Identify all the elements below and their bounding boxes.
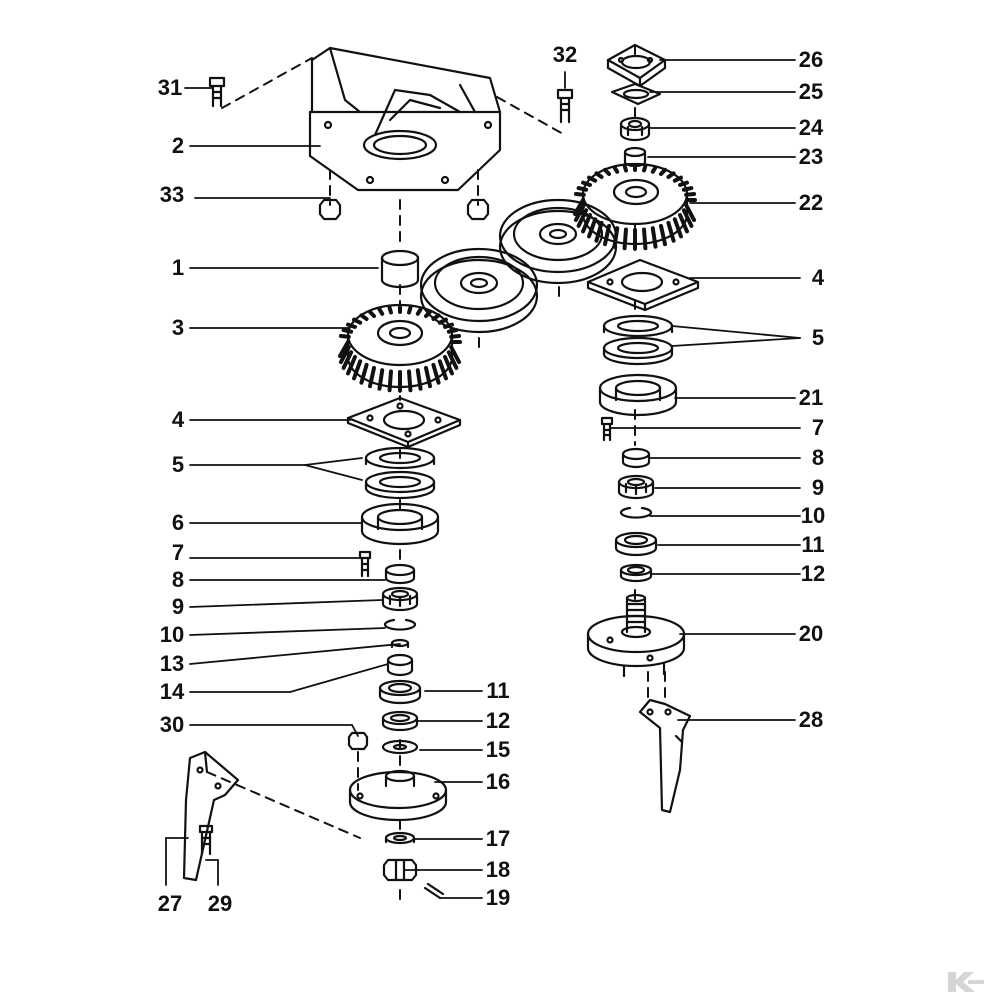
cover-26: [606, 43, 667, 88]
seal-11-left: [378, 679, 422, 705]
bolt-29: [198, 824, 214, 856]
callout-23: 23: [798, 144, 824, 169]
callout-13: 13: [159, 651, 185, 676]
callout-6: 6: [171, 510, 185, 535]
idler-wheel-left: [419, 247, 539, 334]
callout-24: 24: [798, 115, 824, 140]
shaft-disc-20: [586, 593, 686, 678]
ring-12-left: [381, 710, 419, 732]
plate-4-left: [346, 396, 462, 449]
callout-2: 2: [171, 133, 185, 158]
callout-10-left: 10: [159, 622, 185, 647]
callout-7-right: 7: [811, 415, 825, 440]
callout-9-left: 9: [171, 594, 185, 619]
plate-4-right: [586, 258, 700, 312]
ring-8-left: [384, 563, 416, 585]
bearing-housing-6: [360, 502, 440, 546]
callout-12-right: 12: [800, 561, 826, 586]
callout-26: 26: [798, 47, 824, 72]
bearing-housing-21: [598, 373, 678, 417]
bolt-7-right: [600, 416, 614, 442]
callout-12-left: 12: [485, 708, 511, 733]
callout-10-right: 10: [800, 503, 826, 528]
callout-29: 29: [207, 891, 233, 916]
bushing-1: [380, 249, 420, 289]
callout-15: 15: [485, 737, 511, 762]
callout-33: 33: [159, 182, 185, 207]
callout-17: 17: [485, 826, 511, 851]
callout-22: 22: [798, 190, 824, 215]
knife-28: [638, 698, 692, 814]
callout-20: 20: [798, 621, 824, 646]
callout-27: 27: [157, 891, 183, 916]
pin-19: [423, 882, 445, 900]
ring-8-right: [621, 447, 651, 469]
callout-21: 21: [798, 385, 824, 410]
housing-bracket-2: [308, 46, 502, 192]
callout-14: 14: [159, 679, 185, 704]
callout-4-right: 4: [811, 265, 825, 290]
callout-19: 19: [485, 885, 511, 910]
bearing-24: [619, 116, 651, 142]
callout-4-left: 4: [171, 407, 185, 432]
knife-27: [182, 750, 240, 882]
leader-lines: [165, 59, 801, 899]
sleeve-14: [386, 653, 414, 677]
callout-25: 25: [798, 79, 824, 104]
ring-12-right: [619, 563, 653, 583]
callout-30: 30: [159, 712, 185, 737]
bolt-7-left: [358, 550, 372, 578]
seal-11-right: [614, 531, 658, 557]
seals-5-right: [602, 314, 674, 366]
circlip-10-left: [383, 618, 417, 631]
callout-32: 32: [552, 42, 578, 67]
callout-18: 18: [485, 857, 511, 882]
washer-17: [384, 831, 416, 845]
bearing-9-left: [381, 586, 419, 612]
bolt-31: [208, 76, 226, 108]
callout-11-left: 11: [486, 678, 510, 703]
nuts-33: [318, 198, 490, 221]
callout-7-left: 7: [171, 540, 185, 565]
callout-8-right: 8: [811, 445, 825, 470]
callout-5-right: 5: [811, 325, 825, 350]
washer-15: [381, 739, 419, 755]
gear-3: [338, 303, 462, 393]
callout-28: 28: [798, 707, 824, 732]
callout-8-left: 8: [171, 567, 185, 592]
circlip-10-right: [619, 506, 653, 519]
bearing-9-right: [617, 474, 655, 500]
k-logo-icon: [948, 972, 984, 992]
callout-5-left: 5: [171, 452, 185, 477]
gasket-25: [610, 82, 662, 106]
callout-31: 31: [157, 75, 183, 100]
callout-16: 16: [485, 769, 511, 794]
disc-hub-16: [348, 769, 448, 822]
nut-18: [382, 858, 418, 882]
gear-22: [573, 162, 697, 251]
bolt-32: [556, 88, 574, 124]
seals-5-left: [364, 446, 436, 500]
nut-30: [347, 731, 369, 751]
washer-13: [390, 638, 410, 649]
callout-3: 3: [171, 315, 185, 340]
callout-1: 1: [171, 255, 185, 280]
callout-11-right: 11: [801, 532, 825, 557]
callout-9-right: 9: [811, 475, 825, 500]
